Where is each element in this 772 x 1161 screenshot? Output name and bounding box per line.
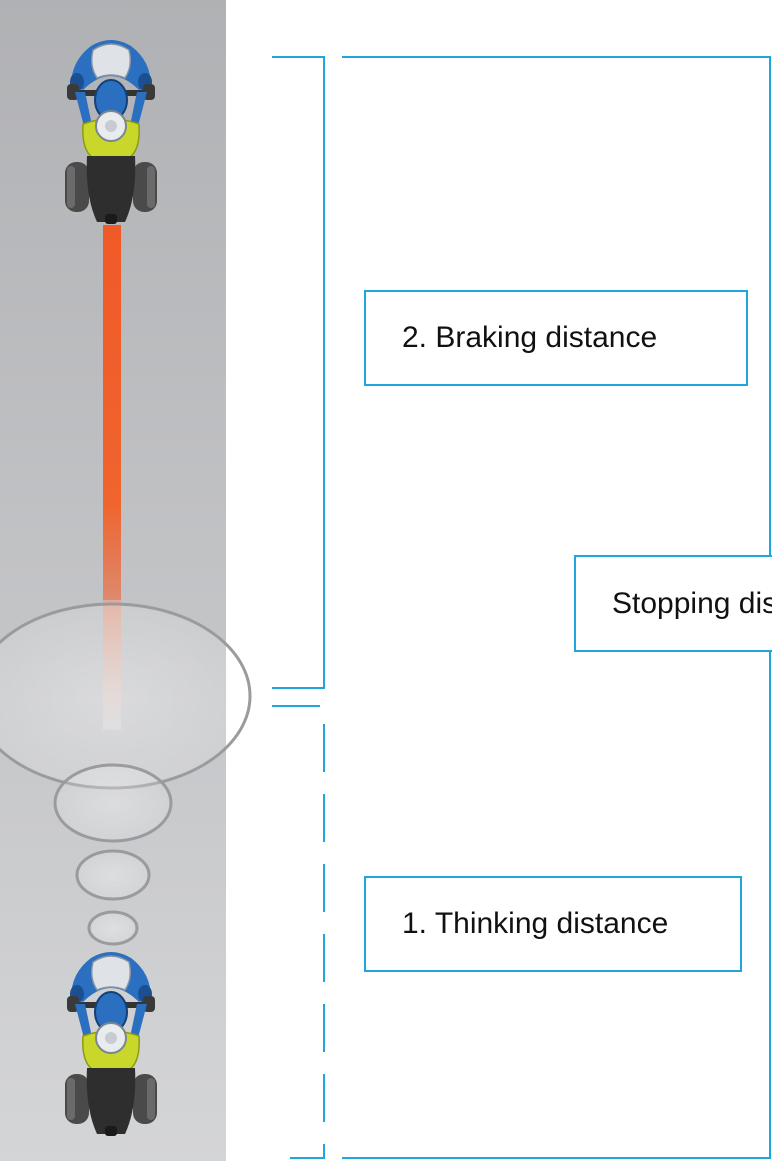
- braking-distance-text: 2. Braking distance: [402, 321, 658, 354]
- stopping-distance-text: Stopping distance: [612, 586, 772, 620]
- thinking-distance-label: 1. Thinking distance: [364, 876, 742, 972]
- braking-bracket: [272, 56, 325, 689]
- stopping-distance-label: Stopping distance: [574, 555, 772, 652]
- thinking-bracket: [272, 705, 325, 1159]
- thinking-distance-text: 1. Thinking distance: [402, 907, 669, 940]
- braking-distance-label: 2. Braking distance: [364, 290, 748, 386]
- stopping-bracket: [342, 56, 771, 1159]
- thought-bubble-icon: [0, 602, 252, 979]
